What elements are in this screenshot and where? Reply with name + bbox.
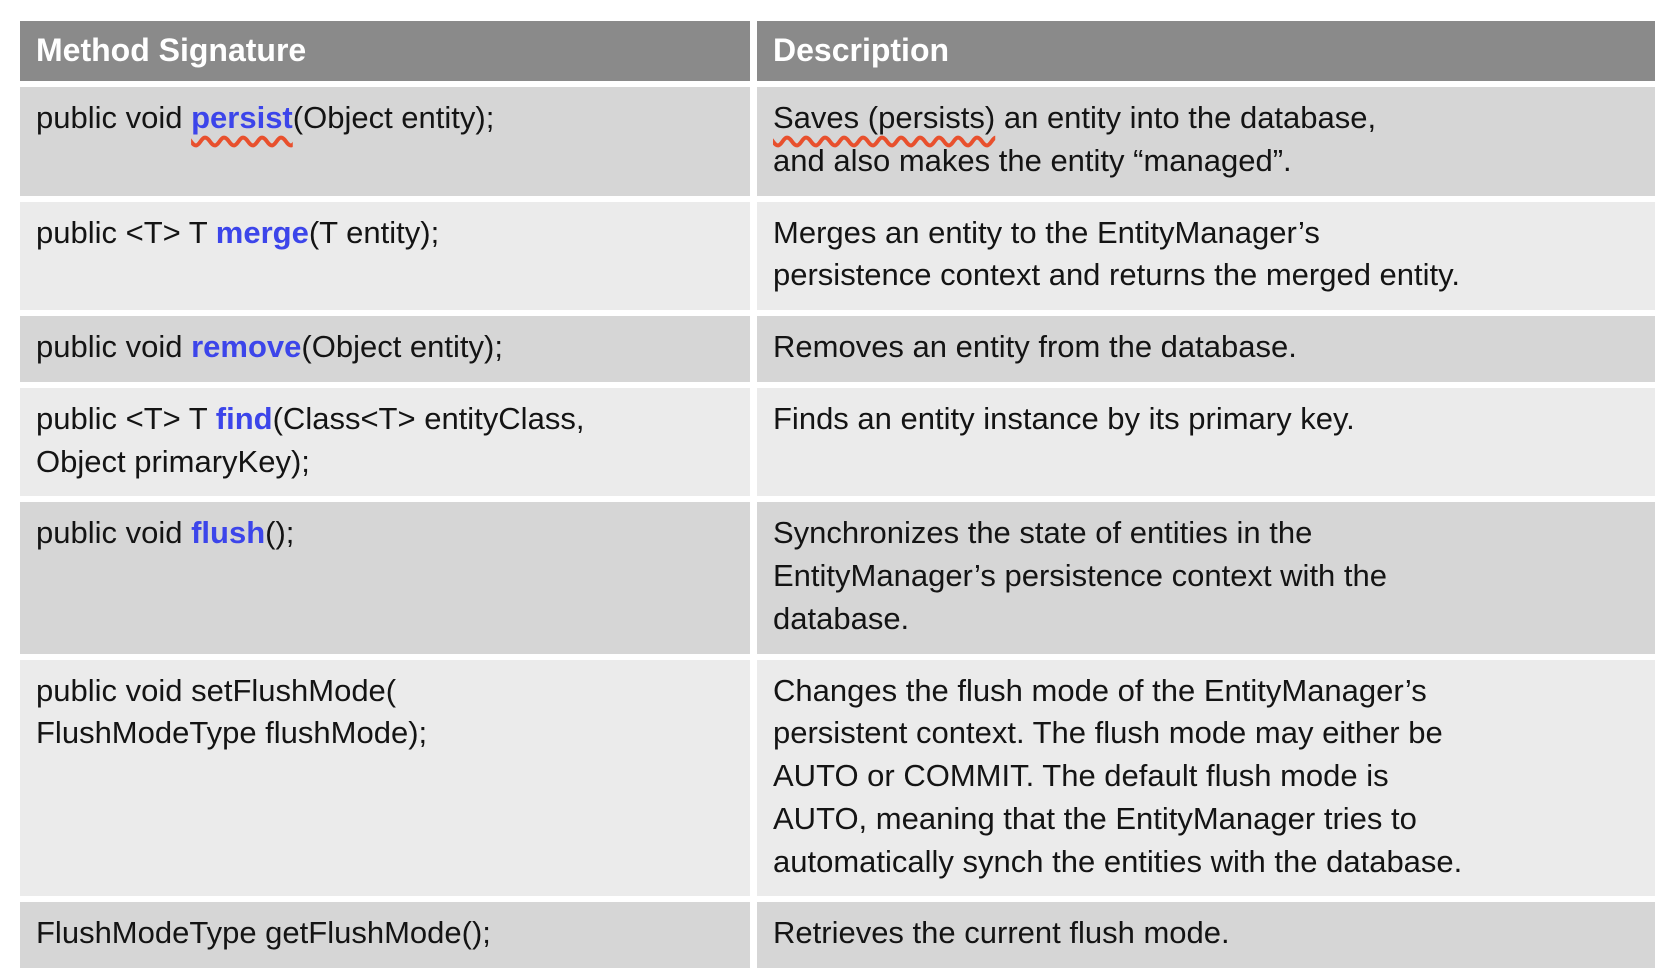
description-cell: Synchronizes the state of entities in th… xyxy=(757,502,1655,654)
method-name: merge xyxy=(215,214,309,250)
table-row: public void remove(Object entity); Remov… xyxy=(20,316,1655,382)
description-marked: Saves (persists) xyxy=(773,100,996,135)
method-name: find xyxy=(215,400,273,436)
method-signature-cell: public void setFlushMode( FlushModeType … xyxy=(20,659,750,897)
table-row: FlushModeType getFlushMode(); Retrieves … xyxy=(20,902,1655,969)
table-row: public void setFlushMode( FlushModeType … xyxy=(20,659,1655,897)
description-rest: Finds an entity instance by its primary … xyxy=(773,400,1355,436)
signature-suffix: (T entity); xyxy=(308,214,440,250)
description-cell: Finds an entity instance by its primary … xyxy=(757,387,1655,497)
entitymanager-methods-table: Method Signature Description public void… xyxy=(13,15,1662,974)
table-row: public <T> T merge(T entity); Merges an … xyxy=(20,201,1655,311)
signature-prefix: public <T> T xyxy=(36,400,216,436)
table-header: Method Signature Description xyxy=(20,21,1655,81)
table-row: public void persist(Object entity); Save… xyxy=(20,87,1655,196)
description-cell: Changes the flush mode of the EntityMana… xyxy=(757,659,1655,897)
method-name: remove xyxy=(191,329,302,365)
header-row: Method Signature Description xyxy=(20,21,1655,81)
table-body: public void persist(Object entity); Save… xyxy=(20,87,1655,969)
method-signature-cell: public void flush(); xyxy=(20,502,750,654)
method-signature-cell: public void remove(Object entity); xyxy=(20,316,750,382)
signature-prefix: public void xyxy=(36,329,192,365)
description-rest: Retrieves the current flush mode. xyxy=(773,915,1230,951)
signature-prefix: public void xyxy=(36,515,192,551)
signature-suffix: (Object entity); xyxy=(292,100,495,135)
signature-prefix: public void setFlushMode( FlushModeType … xyxy=(36,672,428,751)
method-signature-cell: public <T> T find(Class<T> entityClass, … xyxy=(20,387,750,497)
signature-suffix: (Object entity); xyxy=(301,329,503,365)
signature-prefix: public void xyxy=(36,100,192,135)
table-row: public void flush(); Synchronizes the st… xyxy=(20,502,1655,654)
method-signature-cell: public void persist(Object entity); xyxy=(20,87,750,196)
description-rest: Synchronizes the state of entities in th… xyxy=(773,515,1388,636)
method-name: flush xyxy=(191,515,266,551)
description-cell: Merges an entity to the EntityManager’s … xyxy=(757,201,1655,311)
column-header-description: Description xyxy=(757,21,1655,81)
description-cell: Removes an entity from the database. xyxy=(757,316,1655,382)
method-signature-cell: FlushModeType getFlushMode(); xyxy=(20,902,750,969)
description-cell: Retrieves the current flush mode. xyxy=(757,902,1655,969)
signature-prefix: public <T> T xyxy=(36,214,216,250)
signature-suffix: (); xyxy=(265,515,295,551)
description-rest: Removes an entity from the database. xyxy=(773,329,1297,365)
description-rest: Merges an entity to the EntityManager’s … xyxy=(773,214,1460,293)
table-row: public <T> T find(Class<T> entityClass, … xyxy=(20,387,1655,497)
signature-suffix: (Class<T> entityClass, Object primaryKey… xyxy=(36,400,585,479)
column-header-method-signature: Method Signature xyxy=(20,21,750,81)
method-name: persist xyxy=(191,100,293,135)
description-cell: Saves (persists) an entity into the data… xyxy=(757,87,1655,196)
description-rest: Changes the flush mode of the EntityMana… xyxy=(773,672,1463,879)
method-signature-cell: public <T> T merge(T entity); xyxy=(20,201,750,311)
signature-prefix: FlushModeType getFlushMode(); xyxy=(36,915,491,951)
description-rest: an entity into the database, and also ma… xyxy=(773,100,1377,178)
